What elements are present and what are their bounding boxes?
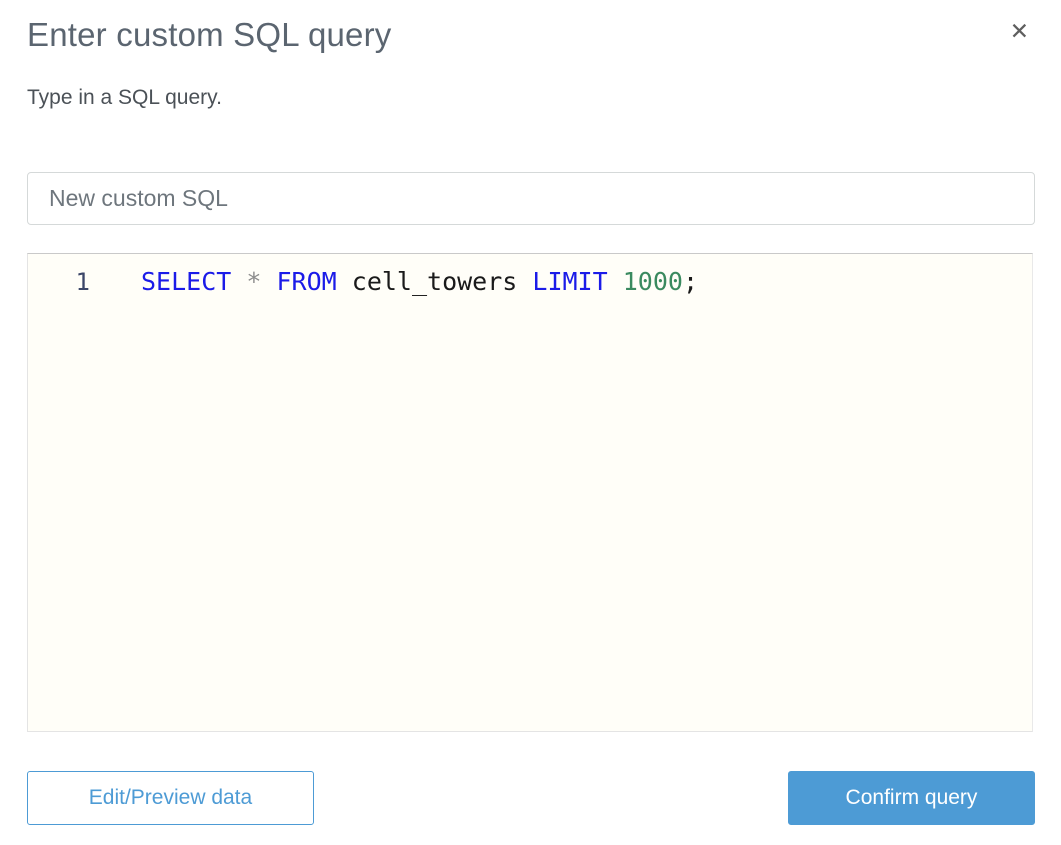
sql-token-table-name: cell_towers (336, 267, 533, 296)
editor-code-area[interactable]: SELECT * FROM cell_towers LIMIT 1000; (90, 254, 1032, 297)
query-name-input[interactable] (27, 172, 1035, 225)
sql-token-space (261, 267, 276, 296)
sql-token-from: FROM (276, 267, 337, 296)
line-number: 1 (75, 268, 90, 296)
sql-token-space (231, 267, 246, 296)
dialog-subtitle: Type in a SQL query. (27, 86, 222, 109)
edit-preview-data-button[interactable]: Edit/Preview data (27, 771, 314, 825)
sql-token-number: 1000 (622, 267, 683, 296)
confirm-query-button[interactable]: Confirm query (788, 771, 1035, 825)
close-icon[interactable]: ✕ (1009, 19, 1029, 45)
sql-token-select: SELECT (141, 267, 232, 296)
dialog-title: Enter custom SQL query (27, 16, 392, 53)
sql-token-limit: LIMIT (532, 267, 608, 296)
sql-code-editor[interactable]: 1 SELECT * FROM cell_towers LIMIT 1000; (27, 253, 1033, 732)
sql-code-line: SELECT * FROM cell_towers LIMIT 1000; (141, 267, 1032, 297)
editor-gutter: 1 (28, 254, 90, 297)
sql-token-space (608, 267, 623, 296)
sql-token-star: * (246, 267, 262, 296)
sql-token-semicolon: ; (682, 267, 698, 296)
